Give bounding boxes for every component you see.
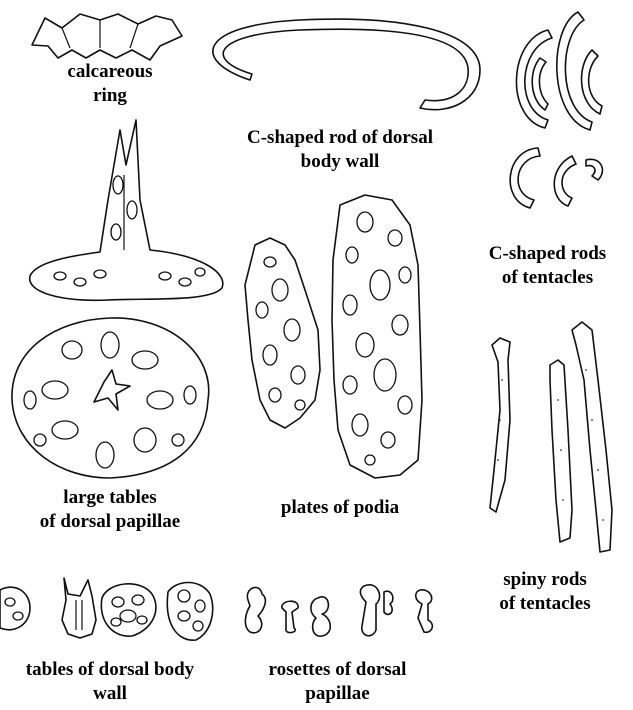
rosettes-illustration — [245, 585, 432, 636]
spiny-rods-illustration — [490, 322, 612, 552]
label-calcareous-ring: calcareous ring — [40, 60, 180, 108]
plates-of-podia-illustration — [245, 195, 422, 478]
tables-body-wall-illustration — [0, 578, 213, 640]
large-tables-illustration — [12, 120, 223, 478]
c-shaped-rod-dorsal-illustration — [213, 19, 480, 110]
label-c-shaped-rod-dorsal: C-shaped rod of dorsal body wall — [210, 126, 470, 174]
c-shaped-rods-tentacles-illustration — [510, 12, 602, 208]
label-large-tables: large tables of dorsal papillae — [5, 486, 215, 534]
label-plates-of-podia: plates of podia — [235, 496, 445, 520]
label-c-shaped-rods-tentacles: C-shaped rods of tentacles — [465, 242, 630, 290]
label-tables-body-wall: tables of dorsal body wall — [0, 658, 220, 706]
calcareous-ring-illustration — [32, 14, 182, 60]
label-spiny-rods: spiny rods of tentacles — [465, 568, 625, 616]
label-rosettes: rosettes of dorsal papillae — [240, 658, 435, 706]
